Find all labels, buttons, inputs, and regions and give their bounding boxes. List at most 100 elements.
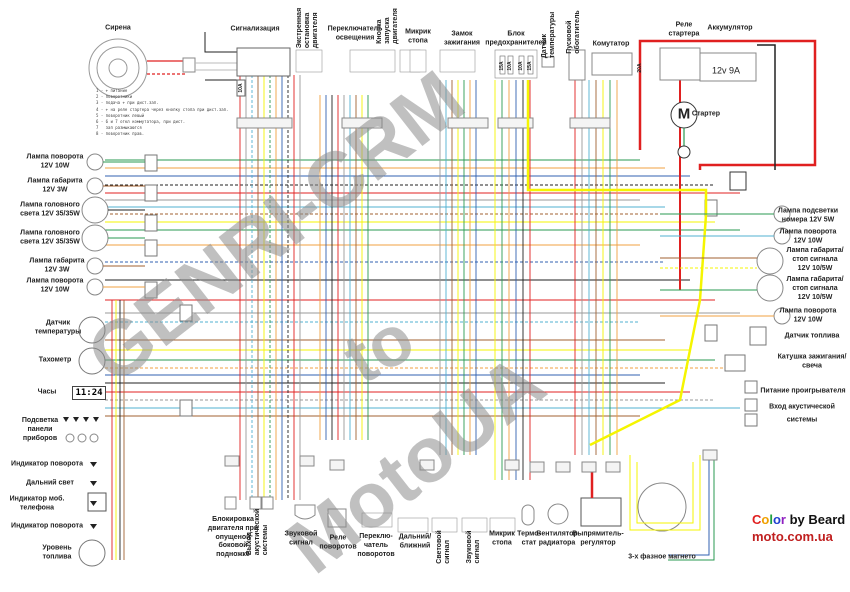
clock-label: Часы [37, 388, 57, 396]
audio-connector [744, 398, 758, 412]
audio-connector [744, 380, 758, 394]
kill-stand-label: Блокировка двигателя при опущеной боково… [207, 516, 259, 559]
turn-switch-label: Переклю- чатель поворотов [357, 532, 395, 558]
alarm-fuse: 10A [237, 83, 244, 93]
tachometer-label: Тахометр [38, 356, 72, 364]
indicator-led-icon [90, 481, 97, 486]
wire [636, 462, 694, 524]
phone-module [87, 492, 107, 512]
headlight-1: Лампа головного света 12V 35/35W [20, 201, 80, 217]
ground-icon [677, 145, 691, 159]
fan-icon [547, 503, 569, 525]
connector [179, 399, 193, 417]
connector [224, 455, 240, 467]
rear-turn-lamp-label-2: Лампа поворота 12V 10W [779, 307, 837, 323]
fuel-sensor-label: Датчик топлива [784, 332, 840, 340]
player-power-label: Питание проигрывателя [760, 387, 846, 395]
lamp-icon [86, 278, 104, 296]
main-fuse: 20A [636, 63, 643, 73]
connector [144, 281, 158, 299]
start-button-label: Кнопка запуска двигателя [375, 8, 400, 44]
regulator-icon [580, 497, 622, 527]
light-switch-label: Переключатель освещения [327, 25, 383, 41]
starter-relay [659, 47, 701, 81]
fuse [499, 55, 506, 75]
choke-label: Пусковой обогатитель [565, 10, 581, 54]
tail-brake-lamp-label-2: Лампа габарита/ стоп сигнала 12V 10/5W [786, 275, 844, 301]
wiring-diagram [63, 32, 817, 567]
siren-icon-inner [96, 46, 140, 90]
fuse [518, 55, 525, 75]
indicator-led-icon [90, 501, 97, 506]
plate-lamp-label: Лампа подсветки номера 12V 5W [777, 207, 839, 223]
lamp-icon [86, 153, 104, 171]
horn-icon [294, 504, 316, 520]
connector [529, 461, 545, 473]
left-turn-lamp-front-1: Лампа поворота 12V 10W [26, 153, 84, 169]
ignition-label: Замок зажигания [444, 30, 480, 46]
turn-indicator-label-2: Индикатор поворота [11, 522, 83, 530]
switch-table [397, 517, 429, 533]
connector [224, 496, 237, 510]
temp-sensor [541, 56, 555, 68]
wire [638, 39, 817, 170]
indicator-led-icon [90, 462, 97, 467]
turn-relay-label: Реле поворотов [319, 534, 357, 550]
backlight-bulb-icon [65, 433, 75, 443]
lamp-icon [86, 177, 104, 195]
backlight-bulb-icon [89, 433, 99, 443]
magneto-label: 3-х фазное магнето [628, 553, 696, 561]
battery-spec: 12v 9A [711, 65, 741, 76]
switch-table [349, 49, 396, 73]
audio-input-label: Вход акустической системы [769, 403, 835, 424]
wire [204, 32, 237, 53]
horn-label: Звуковой сигнал [284, 530, 318, 546]
high-beam-label: Дальний свет [26, 479, 74, 487]
audio-connector [744, 413, 758, 427]
harness-connector [236, 117, 293, 129]
fuse-block-label: Блок предохранителей [485, 30, 547, 46]
connector [261, 496, 274, 510]
relay-icon [729, 171, 747, 191]
fuse-3: 10A [517, 61, 524, 71]
connector [144, 184, 158, 202]
lamp-icon [81, 196, 109, 224]
battery-icon [699, 52, 757, 82]
lamp-icon [86, 257, 104, 275]
turn-relay-icon [327, 508, 347, 528]
thermostat-label: Термо- стат [517, 530, 541, 546]
brake-switch-top-label: Микрик стопа [405, 28, 431, 44]
brand-credit: Color by Beard moto.com.ua [752, 512, 846, 544]
connector [144, 214, 158, 232]
wire [668, 455, 710, 556]
fuse-2: 10A [506, 61, 513, 71]
connector [144, 154, 158, 172]
pass-signal-label: Световой сигнал [435, 530, 451, 564]
backlight-led-icon [73, 417, 79, 422]
hi-lo-label: Дальний/ ближний [398, 533, 432, 549]
switch-table [461, 517, 488, 533]
siren-connector [182, 57, 196, 73]
headlight-2: Лампа головного света 12V 35/35W [20, 229, 80, 245]
switch-table [409, 49, 427, 73]
backlight-led-icon [63, 417, 69, 422]
siren-label: Сирена [105, 24, 131, 32]
harness-connector [569, 117, 611, 129]
harness-connector [497, 117, 534, 129]
temp-sensor-top-label: Датчик температуры [540, 11, 556, 59]
siren-icon-core [108, 58, 128, 78]
connector [144, 239, 158, 257]
wire [757, 44, 776, 170]
fuel-sensor [749, 326, 767, 346]
starter-motor-icon: M [677, 105, 691, 123]
fuse-4: 15A [526, 61, 533, 71]
regulator-label: Выпрямитель- регулятор [572, 530, 624, 546]
fan-label: Вентилятор радиатора [536, 530, 578, 546]
switch-table [295, 49, 323, 73]
lamp-icon [81, 224, 109, 252]
cdi-box [591, 52, 633, 76]
fuel-gauge-label: Уровень топлива [42, 544, 72, 560]
alarm-label: Сигнализация [230, 25, 280, 33]
connector [179, 304, 193, 322]
